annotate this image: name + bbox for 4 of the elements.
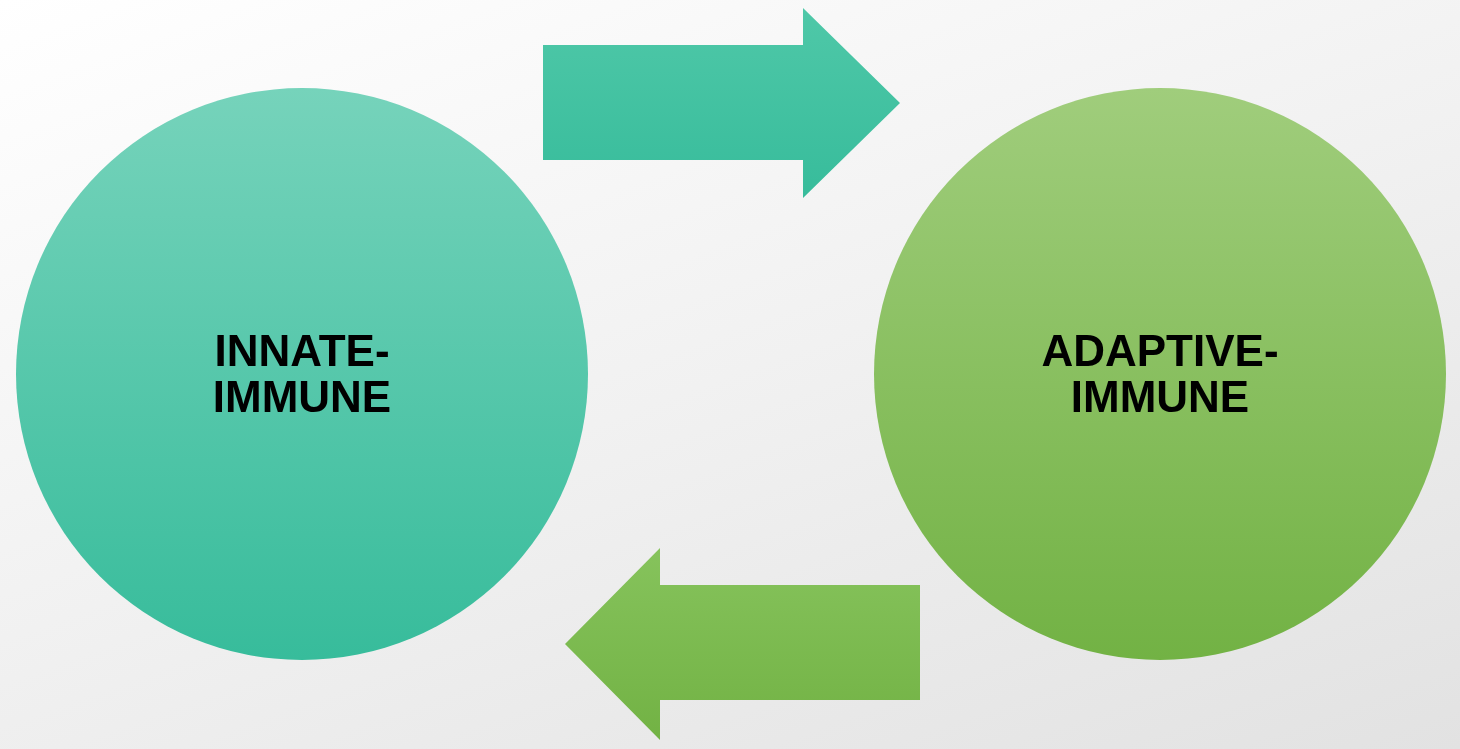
block-arrow bbox=[565, 548, 920, 740]
block-arrow bbox=[543, 8, 900, 198]
node-label: INNATE- IMMUNE bbox=[211, 327, 393, 421]
node-label: ADAPTIVE- IMMUNE bbox=[1040, 327, 1280, 421]
